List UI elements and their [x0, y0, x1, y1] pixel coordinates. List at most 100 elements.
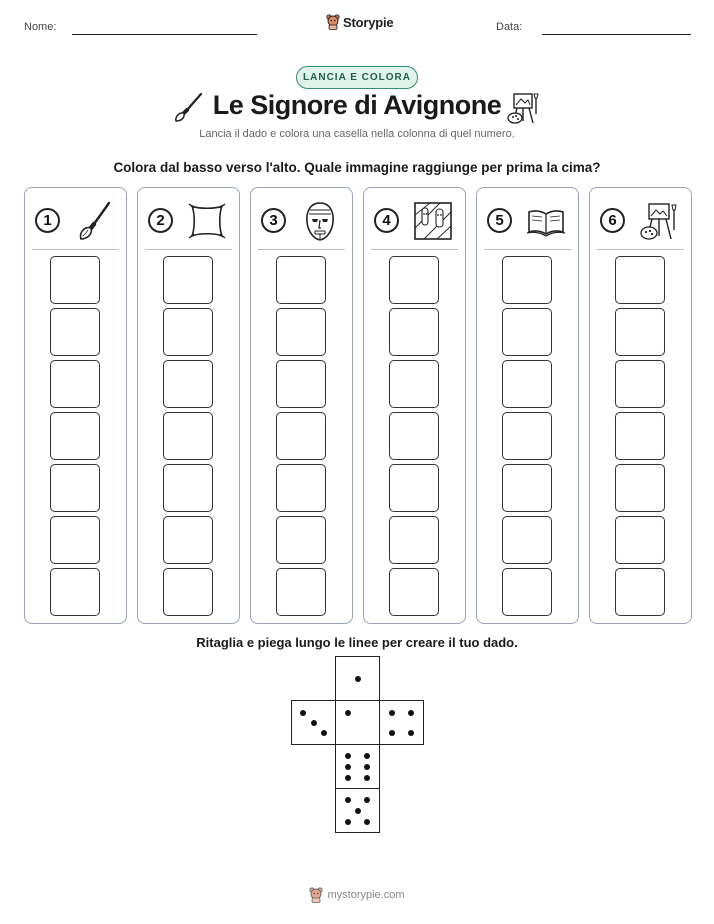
color-box[interactable] [615, 360, 665, 408]
storypie-mascot-icon [326, 14, 340, 30]
color-box[interactable] [50, 308, 100, 356]
footer: mystorypie.com [0, 884, 714, 906]
column-header: 5 [487, 200, 569, 240]
color-box[interactable] [615, 516, 665, 564]
color-box[interactable] [502, 256, 552, 304]
color-box[interactable] [50, 516, 100, 564]
race-columns: 1 2 [24, 187, 692, 624]
footer-url[interactable]: mystorypie.com [327, 889, 405, 901]
color-box[interactable] [502, 464, 552, 512]
color-box[interactable] [276, 256, 326, 304]
die-pip [355, 808, 361, 814]
color-box[interactable] [389, 464, 439, 512]
color-box[interactable] [163, 360, 213, 408]
color-box[interactable] [276, 568, 326, 616]
color-box[interactable] [615, 568, 665, 616]
color-box[interactable] [276, 360, 326, 408]
die-pip [408, 730, 414, 736]
color-box[interactable] [276, 412, 326, 460]
date-line[interactable] [542, 34, 691, 35]
name-label: Nome: [24, 21, 57, 33]
brand-logo: Storypie [326, 14, 394, 30]
die-pip [345, 753, 351, 759]
color-box[interactable] [50, 568, 100, 616]
column-3: 3 [250, 187, 353, 624]
column-number: 3 [261, 208, 286, 233]
instruction-text: Colora dal basso verso l'alto. Quale imm… [113, 160, 601, 175]
die-face-5 [335, 788, 380, 833]
column-header: 6 [600, 200, 682, 240]
die-pip [321, 730, 327, 736]
canvas-icon [188, 203, 226, 239]
color-box[interactable] [276, 464, 326, 512]
color-box[interactable] [163, 464, 213, 512]
book-icon [526, 210, 566, 237]
die-face-1 [335, 656, 380, 701]
name-line[interactable] [72, 34, 257, 35]
title-row: Le Signore di Avignone [0, 90, 714, 130]
color-box[interactable] [615, 412, 665, 460]
color-box[interactable] [389, 568, 439, 616]
paintbrush-icon [79, 201, 111, 240]
date-label: Data: [496, 21, 523, 33]
color-box[interactable] [50, 360, 100, 408]
die-pip [389, 710, 395, 716]
color-box[interactable] [50, 464, 100, 512]
die-pip [364, 764, 370, 770]
column-number: 4 [374, 208, 399, 233]
die-pip [364, 819, 370, 825]
cubist-painting-icon [414, 202, 452, 240]
color-box[interactable] [50, 412, 100, 460]
color-box[interactable] [389, 256, 439, 304]
die-face-1 [335, 700, 380, 745]
color-box[interactable] [615, 308, 665, 356]
die-pip [364, 797, 370, 803]
color-box[interactable] [163, 308, 213, 356]
color-box[interactable] [163, 256, 213, 304]
column-divider [32, 249, 119, 250]
die-pip [345, 819, 351, 825]
column-divider [258, 249, 345, 250]
column-number: 1 [35, 208, 60, 233]
color-box[interactable] [389, 516, 439, 564]
die-pip [300, 710, 306, 716]
column-2: 2 [137, 187, 240, 624]
header-row: Nome: Storypie Data: [0, 14, 714, 42]
easel-palette-icon [640, 203, 677, 240]
color-box[interactable] [502, 516, 552, 564]
die-pip [345, 775, 351, 781]
paintbrush-icon [175, 92, 203, 122]
die-pip [364, 753, 370, 759]
column-4: 4 [363, 187, 466, 624]
color-box[interactable] [502, 412, 552, 460]
die-face-6 [335, 744, 380, 789]
die-face-3 [291, 700, 336, 745]
color-box[interactable] [276, 308, 326, 356]
color-box[interactable] [389, 308, 439, 356]
color-box[interactable] [502, 308, 552, 356]
color-box[interactable] [389, 360, 439, 408]
column-divider [371, 249, 458, 250]
color-box[interactable] [163, 516, 213, 564]
die-pip [311, 720, 317, 726]
color-box[interactable] [50, 256, 100, 304]
die-pip [364, 775, 370, 781]
color-box[interactable] [163, 412, 213, 460]
die-pip [408, 710, 414, 716]
color-box[interactable] [163, 568, 213, 616]
column-1: 1 [24, 187, 127, 624]
column-header: 2 [148, 200, 230, 240]
color-box[interactable] [502, 360, 552, 408]
color-box[interactable] [389, 412, 439, 460]
cut-instruction: Ritaglia e piega lungo le linee per crea… [196, 635, 518, 650]
page-title: Le Signore di Avignone [212, 90, 502, 120]
column-divider [597, 249, 684, 250]
die-pip [345, 764, 351, 770]
color-box[interactable] [276, 516, 326, 564]
color-box[interactable] [615, 464, 665, 512]
color-box[interactable] [615, 256, 665, 304]
die-pip [345, 797, 351, 803]
color-box[interactable] [502, 568, 552, 616]
column-5: 5 [476, 187, 579, 624]
die-pip [345, 710, 351, 716]
